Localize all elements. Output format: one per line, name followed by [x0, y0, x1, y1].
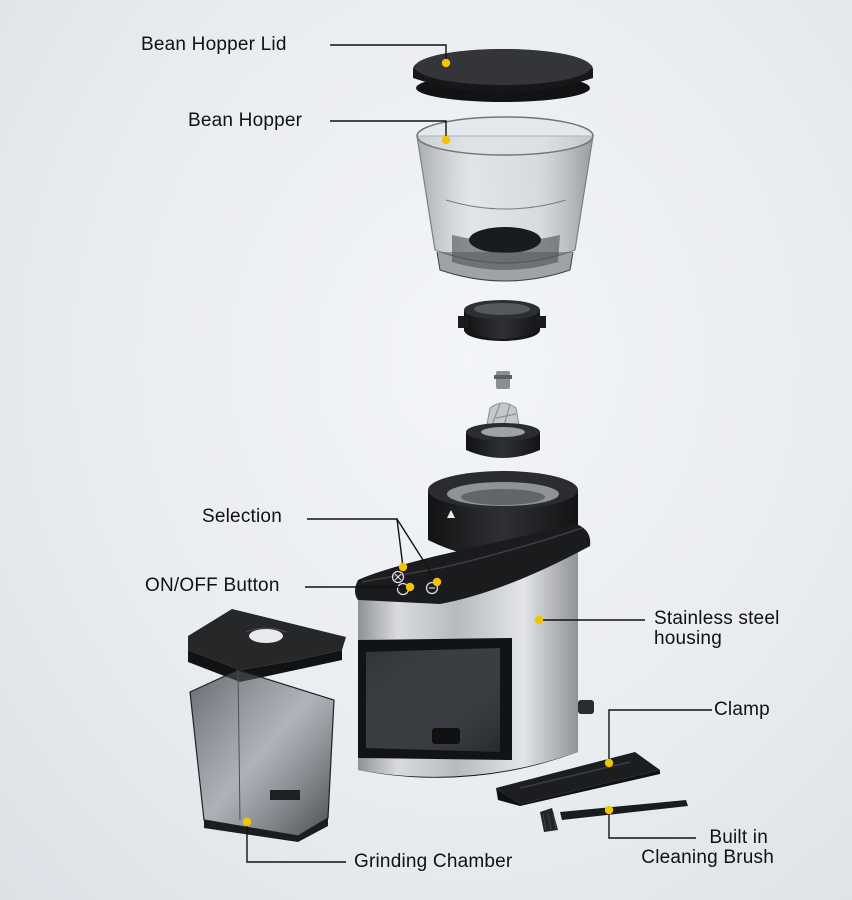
label-stainless-steel-housing: Stainless steel housing — [654, 609, 780, 649]
leader-line-cleaning-brush — [608, 810, 696, 839]
marker-dot-brush — [604, 805, 614, 815]
label-stainless-steel-housing-line1: Stainless steel — [654, 608, 780, 629]
leader-line-grinding-chamber — [246, 822, 346, 863]
marker-dot-selection-a — [398, 562, 408, 572]
label-bean-hopper: Bean Hopper — [188, 110, 303, 131]
label-clamp: Clamp — [714, 699, 770, 720]
bean-hopper-part — [416, 116, 594, 282]
bean-hopper-lid-part — [413, 49, 593, 102]
marker-dot-clamp — [604, 758, 614, 768]
label-on-off-button: ON/OFF Button — [145, 575, 280, 596]
label-selection: Selection — [202, 506, 282, 527]
label-cleaning-brush-line1: Built in — [709, 827, 768, 848]
leader-line-selection — [307, 518, 404, 568]
label-grinding-chamber: Grinding Chamber — [354, 851, 513, 872]
grinding-chamber-lid-part — [188, 609, 346, 682]
leader-line-bean-hopper-lid — [330, 44, 447, 63]
conical-burr-part — [466, 371, 540, 458]
grinder-housing-part — [355, 471, 594, 778]
label-stainless-steel-housing-line2: housing — [654, 628, 722, 649]
leader-line-bean-hopper — [330, 120, 447, 140]
marker-dot-lid — [441, 58, 451, 68]
label-cleaning-brush-line2: Cleaning Brush — [641, 847, 774, 868]
label-bean-hopper-lid: Bean Hopper Lid — [141, 34, 287, 55]
marker-dot-hopper — [441, 135, 451, 145]
marker-dot-selection-b — [432, 577, 442, 587]
leader-line-selection-b — [396, 518, 438, 583]
marker-dot-chamber — [242, 817, 252, 827]
marker-dots — [242, 58, 614, 827]
marker-dot-housing — [534, 615, 544, 625]
clamp-part — [496, 752, 660, 806]
leader-line-clamp — [608, 709, 712, 763]
burr-ring-part — [458, 300, 546, 341]
leader-lines — [246, 44, 712, 863]
marker-dot-on-off — [405, 582, 415, 592]
grinding-chamber-part — [189, 669, 335, 842]
cleaning-brush-part — [540, 800, 688, 832]
label-cleaning-brush: Built in Cleaning Brush — [616, 828, 774, 868]
